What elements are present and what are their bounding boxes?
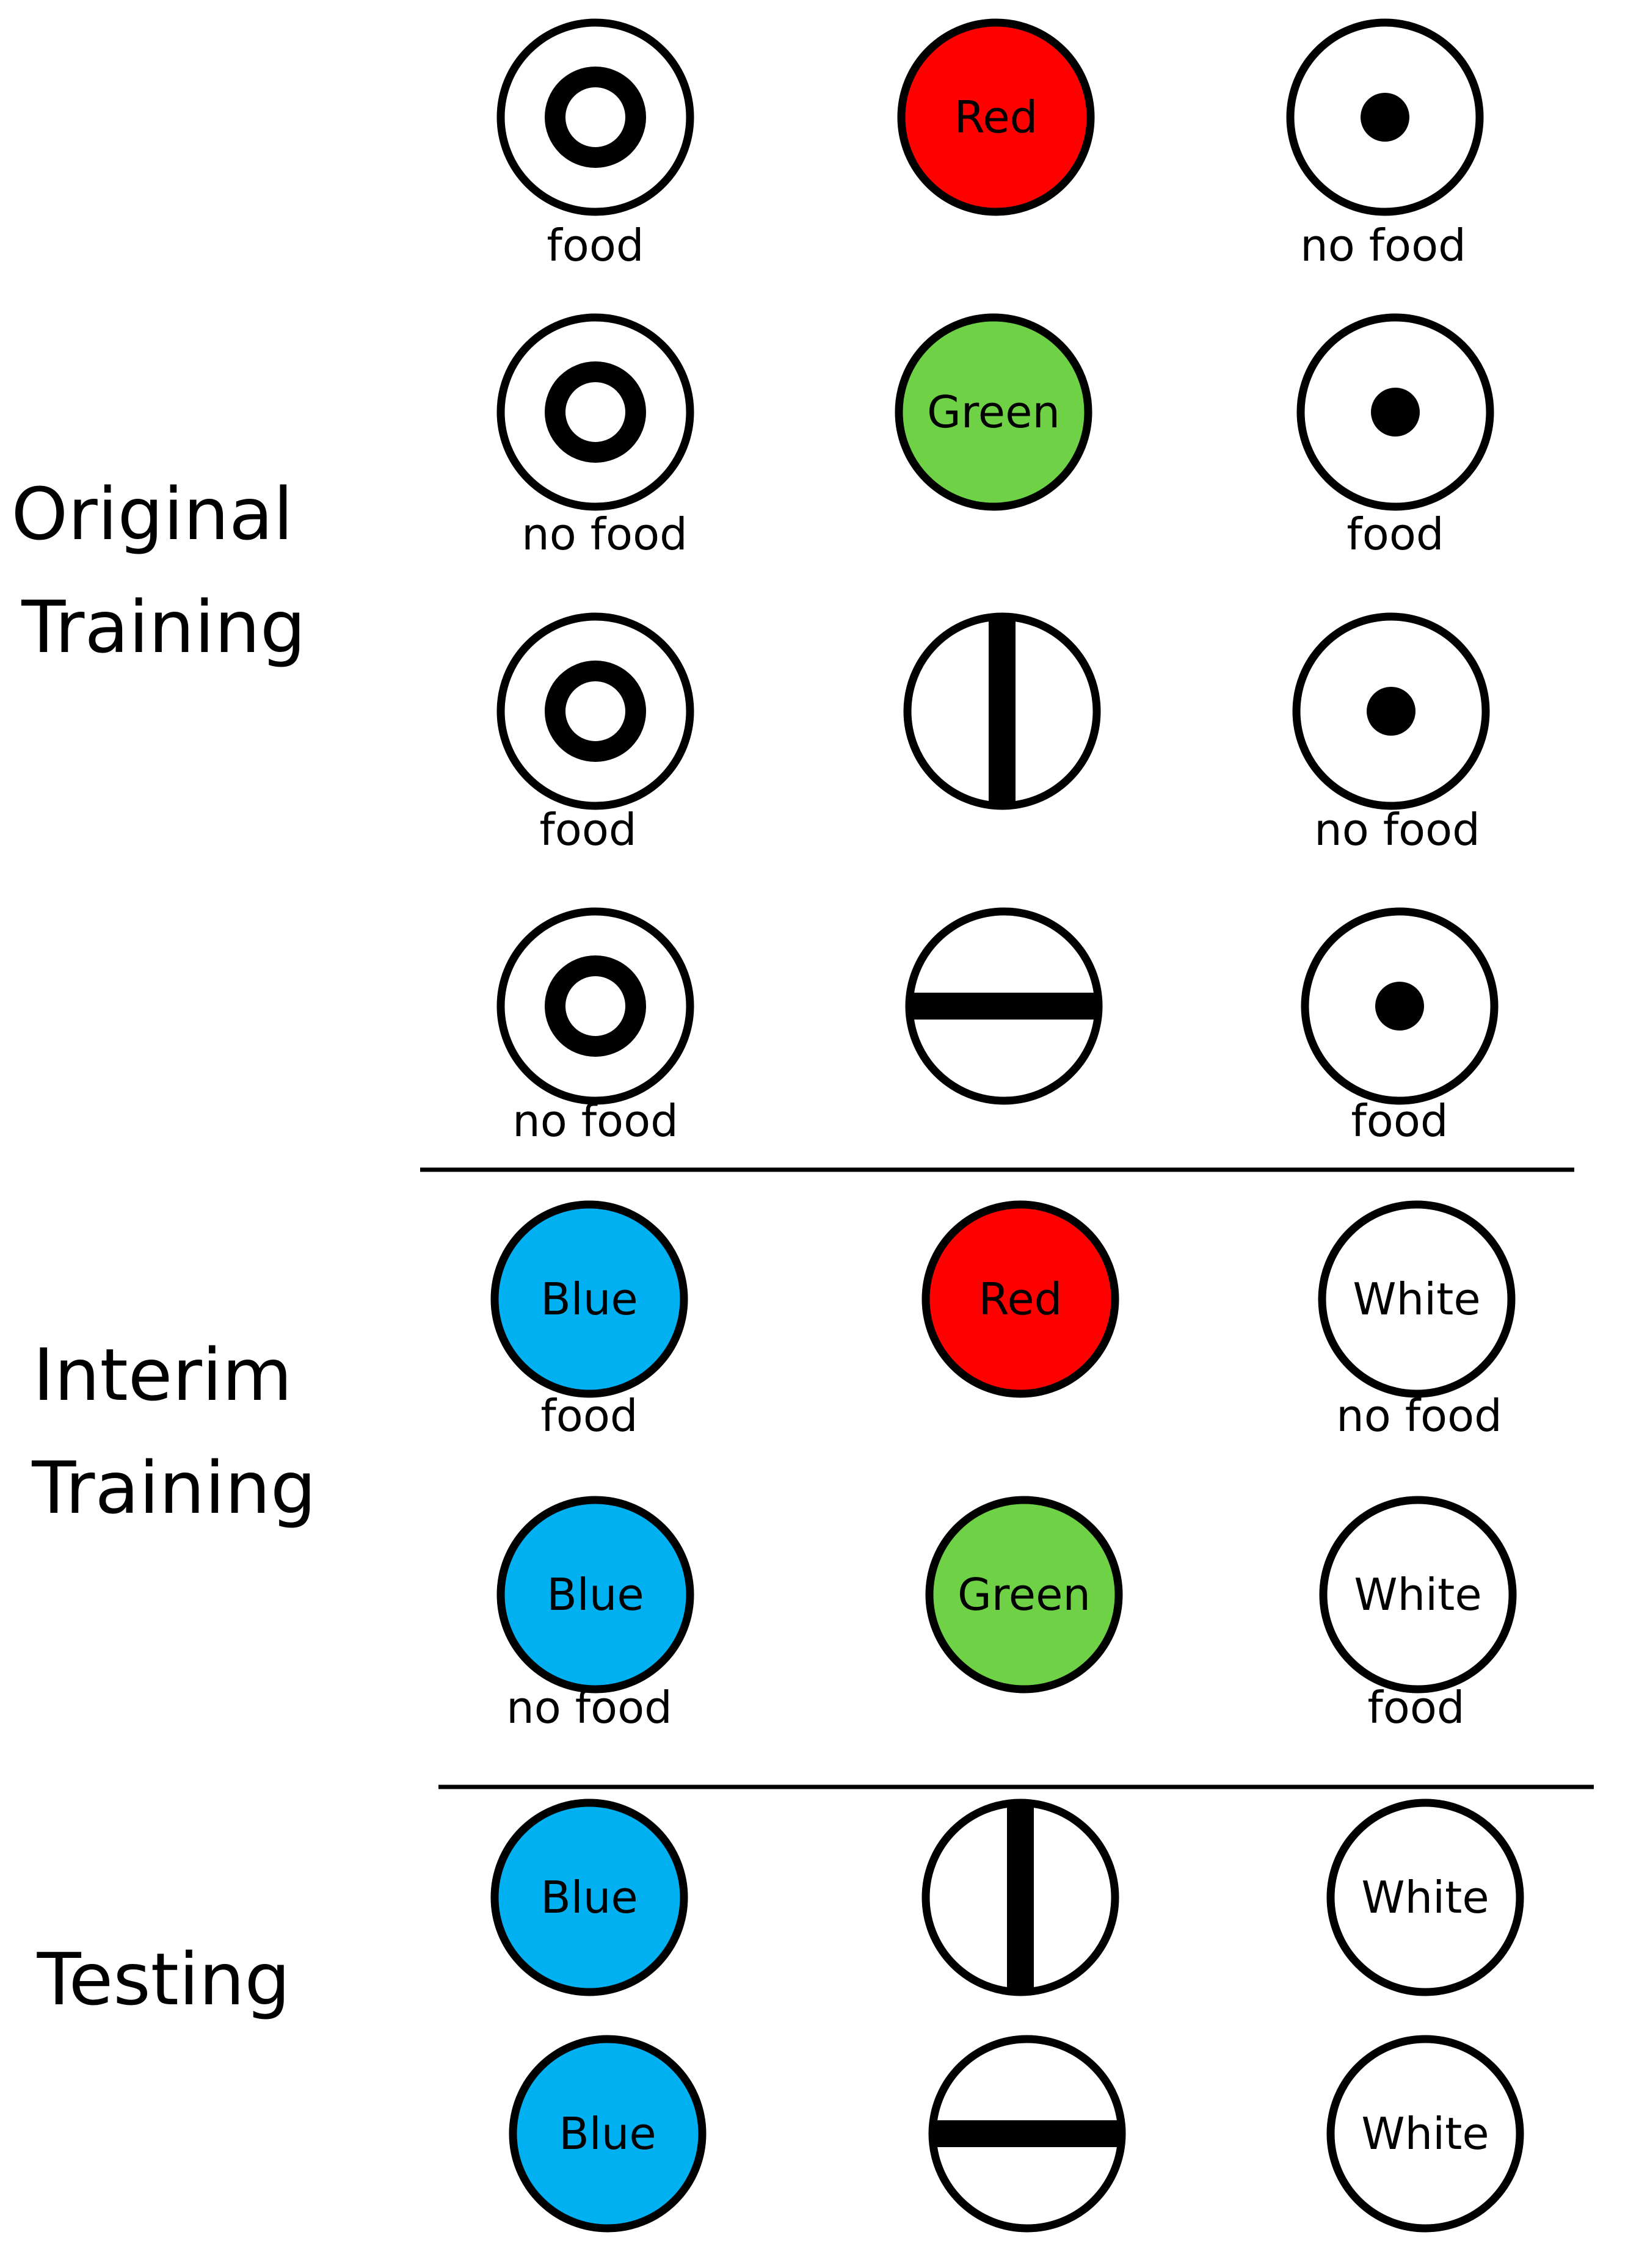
stimulus-ring: no food [496,907,694,1147]
section-title-line: Original [11,472,293,556]
stimulus-label: White [1361,1872,1489,1923]
section-title-testing: Testing [37,1937,291,2021]
ring-mark-icon [545,361,646,463]
outcome-caption: food [539,804,636,855]
ring-mark-icon [545,955,646,1057]
stimulus-dot: food [1301,907,1499,1147]
outcome-caption: no food [1314,804,1480,855]
stimulus-disc [496,612,694,810]
stimulus-color: Red [897,18,1095,216]
stimulus-disc [490,1200,688,1398]
dot-mark-icon [1371,388,1420,437]
vertical-bar-icon [989,617,1016,806]
stimulus-color: White [1326,2035,1524,2233]
dot-mark-icon [1361,93,1409,142]
outcome-caption: no food [1336,1390,1502,1441]
stimulus-ring: no food [496,313,694,560]
stimulus-vertical-bar [921,1799,1119,1996]
outcome-caption: food [1367,1682,1464,1733]
stimulus-disc [1326,1799,1524,1996]
stimulus-color: Blue [509,2035,707,2233]
outcome-caption: no food [522,509,688,560]
stimulus-dot: no food [1286,18,1484,271]
outcome-caption: food [1351,1095,1448,1147]
stimulus-color: Blue [490,1799,688,1996]
stimulus-ring: food [496,612,694,855]
stimulus-label: White [1354,1569,1481,1620]
stimulus-color: White food [1319,1496,1517,1733]
stimulus-dot: food [1296,313,1494,560]
stimulus-disc [509,2035,707,2233]
section-title-line: Testing [37,1937,291,2021]
stimulus-disc [921,1200,1119,1398]
stimulus-color: Green [925,1496,1123,1694]
outcome-caption: food [540,1390,638,1441]
stimulus-horizontal-bar [928,2035,1126,2233]
stimulus-vertical-bar [903,612,1101,810]
stimulus-disc [895,313,1092,511]
stimulus-disc [496,907,694,1105]
stimulus-label: Blue [547,1569,644,1620]
stimulus-disc [496,18,694,216]
stimulus-label: Green [927,386,1060,438]
stimulus-disc [496,313,694,511]
stimulus-dot: no food [1292,612,1490,855]
stimulus-label: Red [954,92,1038,143]
ring-mark-icon [545,661,646,762]
vertical-bar-icon [1007,1803,1034,1992]
stimulus-disc [897,18,1095,216]
outcome-caption: food [547,220,644,271]
dot-mark-icon [1367,687,1416,736]
horizontal-bar-icon [909,993,1099,1020]
stimulus-color: Blue no food [496,1496,694,1733]
outcome-caption: no food [506,1682,672,1733]
stimulus-color: White no food [1318,1200,1516,1441]
stimulus-ring: food [496,18,694,271]
outcome-caption: food [1346,509,1444,560]
outcome-caption: no food [1300,220,1466,271]
stimulus-color: Green [895,313,1092,511]
outcome-caption: no food [512,1095,678,1147]
ring-mark-icon [545,67,646,168]
stimulus-label: Blue [540,1273,638,1325]
stimulus-disc [1318,1200,1516,1398]
stimulus-color: Red [921,1200,1119,1398]
stimulus-horizontal-bar [905,907,1103,1105]
stimulus-disc [1326,2035,1524,2233]
stimulus-label: White [1361,2108,1489,2159]
stimulus-label: Blue [559,2108,656,2159]
stimulus-label: White [1353,1273,1480,1325]
stimulus-disc [496,1496,694,1694]
stimulus-label: Blue [540,1872,638,1923]
horizontal-bar-icon [932,2120,1122,2147]
section-title-line: Training [31,1446,316,1530]
stimulus-label: Red [979,1273,1063,1325]
stimulus-label: Green [958,1569,1091,1620]
stimulus-disc [925,1496,1123,1694]
section-title-line: Training [21,585,306,669]
stimulus-color: Blue food [490,1200,688,1441]
section-title-line: Interim [33,1333,293,1417]
section-title-original-training: Original Training [11,472,316,669]
stimulus-disc [1319,1496,1517,1694]
stimulus-color: White [1326,1799,1524,1996]
section-title-interim-training: Interim Training [31,1333,316,1530]
stimulus-disc [490,1799,688,1996]
dot-mark-icon [1375,982,1424,1031]
